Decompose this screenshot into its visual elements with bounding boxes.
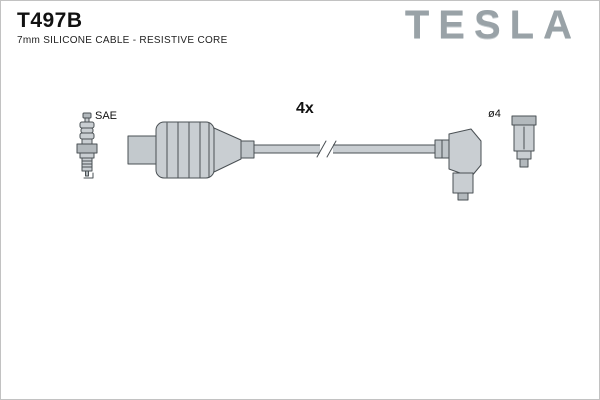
terminal-lower [516,150,532,160]
elbow-boot-body [448,128,482,178]
terminal-connector-icon [511,115,537,168]
spark-plug-electrode [85,170,89,177]
spark-plug-icon [76,112,98,179]
spark-plug-hex [76,143,98,154]
elbow-boot-tip [457,192,469,201]
spark-plug-insulator [81,138,93,145]
terminal-diameter-label: ø4 [488,108,501,120]
terminal-cap [511,115,537,126]
spark-plug-terminal-nut [82,112,92,119]
spark-plug-insulator-rib [79,132,95,140]
part-number: T497B [17,9,83,32]
elbow-boot-leg [452,172,474,194]
product-subtitle: 7mm SILICONE CABLE - RESISTIVE CORE [17,35,228,46]
cable-nipple [240,140,255,159]
spark-plug-insulator-rib [79,121,95,129]
cable-break-mark [316,140,327,158]
spark-plug-stem [84,117,90,123]
cable-break-mark [326,140,337,158]
spark-plug-ground-strap [83,172,94,179]
ignition-cable [127,121,482,201]
quantity-label: 4x [296,100,314,117]
cable-left-block [127,135,157,165]
spark-plug-shoulder [79,152,95,159]
terminal-tip [519,158,529,168]
boot-taper [213,127,242,173]
cable-wire [253,144,436,154]
spark-plug-label: SAE [95,110,118,122]
ribbed-boot [155,121,215,179]
brand-logo: TESLA [404,3,581,47]
spark-plug-insulator-rib [80,127,94,134]
